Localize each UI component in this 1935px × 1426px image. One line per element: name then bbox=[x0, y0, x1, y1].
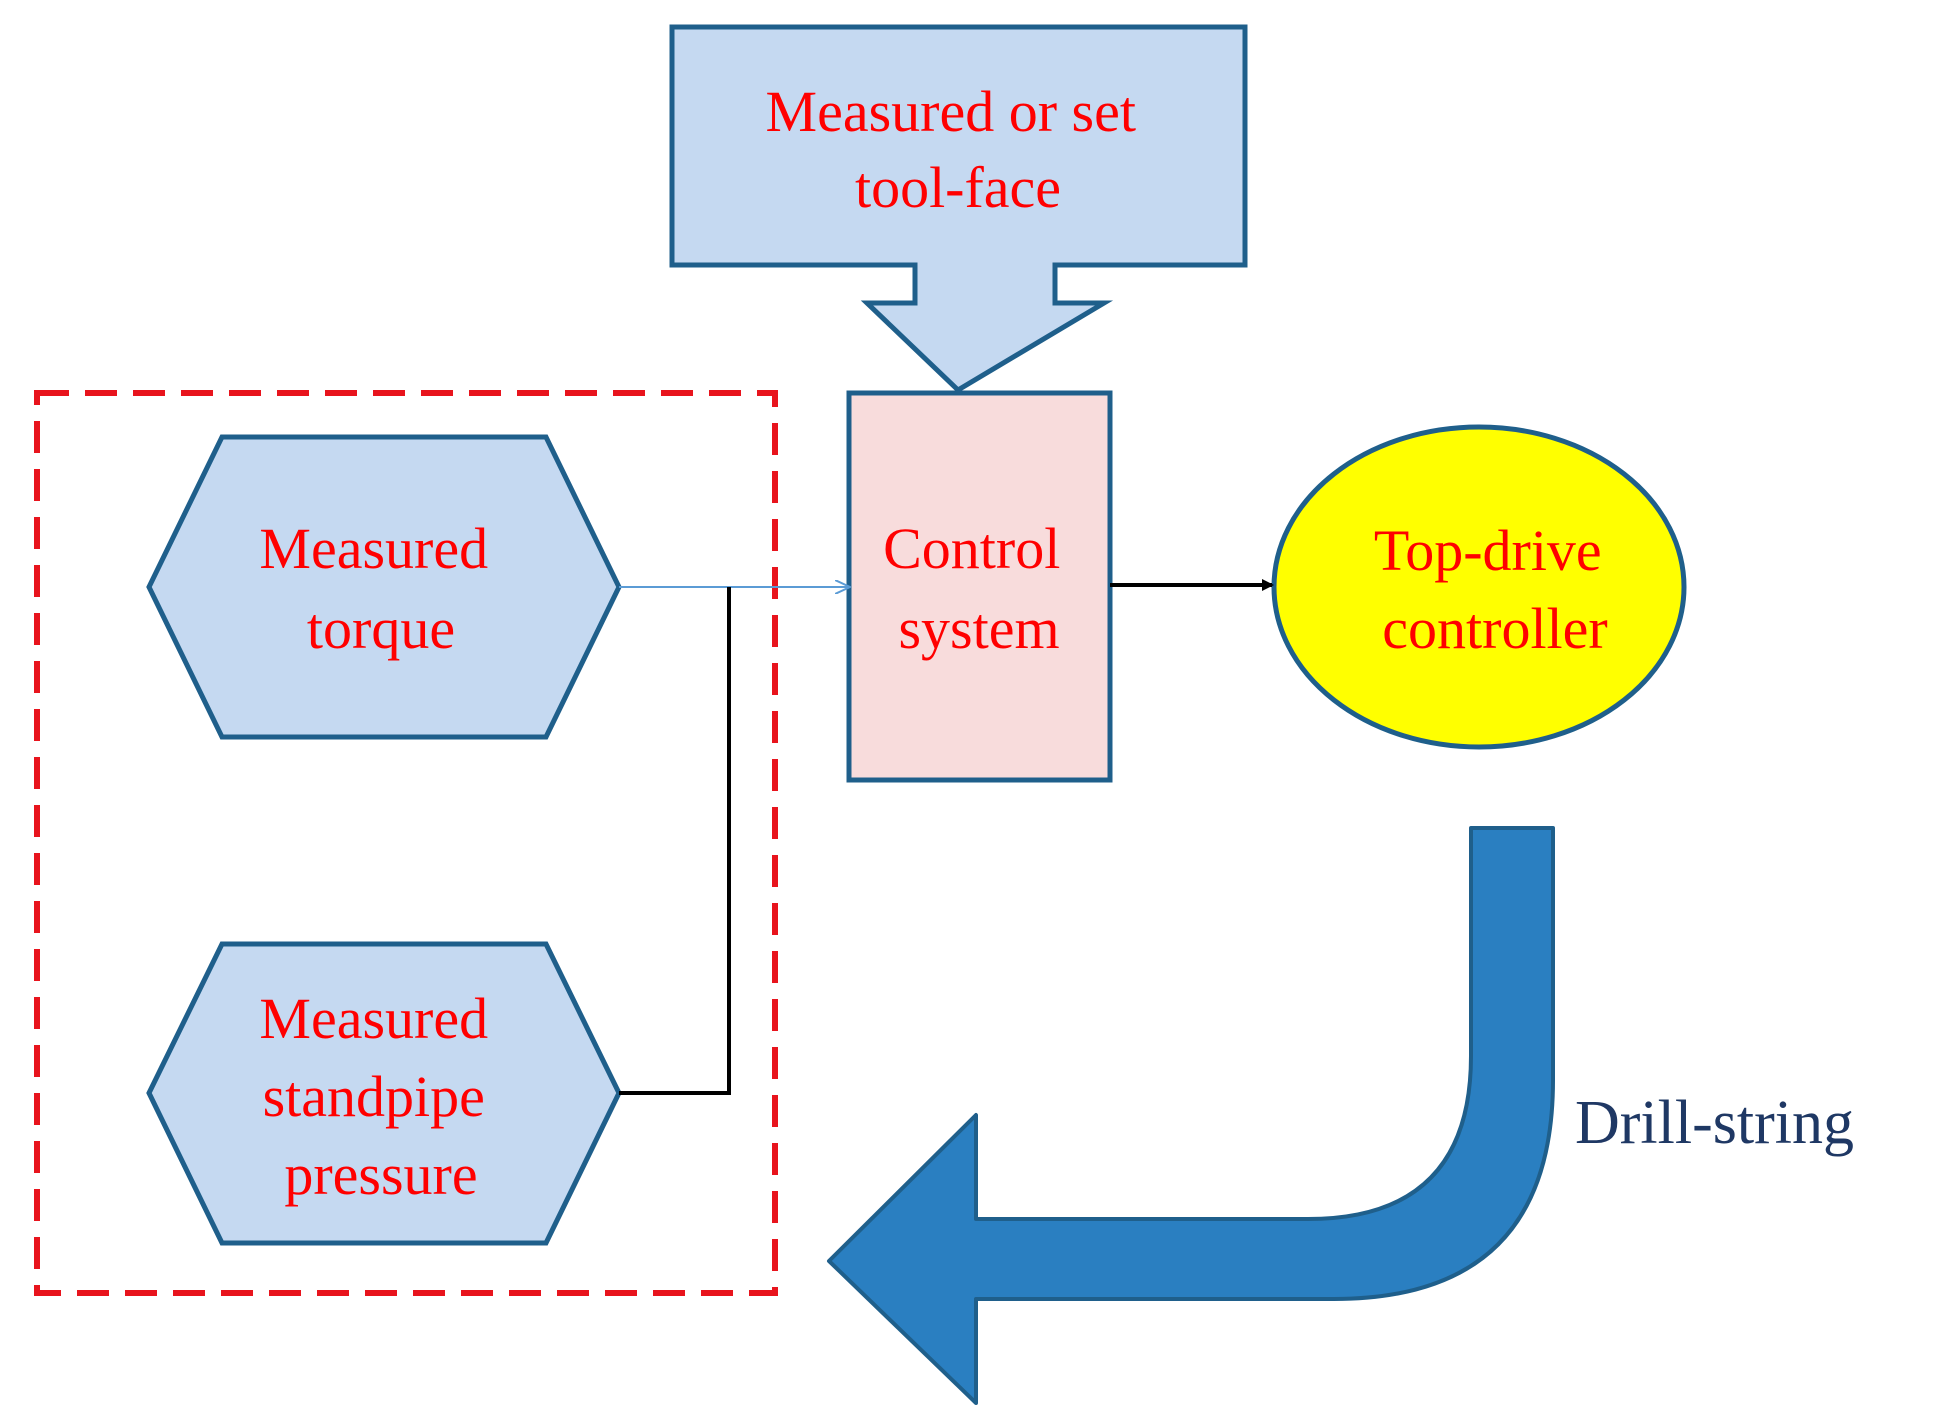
drill-string-arrow bbox=[827, 826, 1555, 1405]
measured-torque-hexagon bbox=[146, 434, 622, 740]
control-system-box bbox=[846, 390, 1113, 783]
control-system-label: Control system bbox=[883, 516, 1075, 661]
tool-face-label: Measured or set tool-face bbox=[766, 79, 1151, 220]
tool-face-callout bbox=[669, 24, 1248, 394]
drill-string-label: Drill-string bbox=[1575, 1089, 1854, 1157]
measured-torque-label: Measured torque bbox=[259, 516, 502, 661]
top-drive-controller-ellipse bbox=[1271, 424, 1687, 750]
top-drive-controller-label: Top-drive controller bbox=[1374, 518, 1616, 661]
measured-pressure-label: Measured standpipe pressure bbox=[259, 986, 502, 1207]
measured-pressure-hexagon bbox=[146, 941, 622, 1246]
pressure-to-control-connector bbox=[619, 587, 731, 1095]
